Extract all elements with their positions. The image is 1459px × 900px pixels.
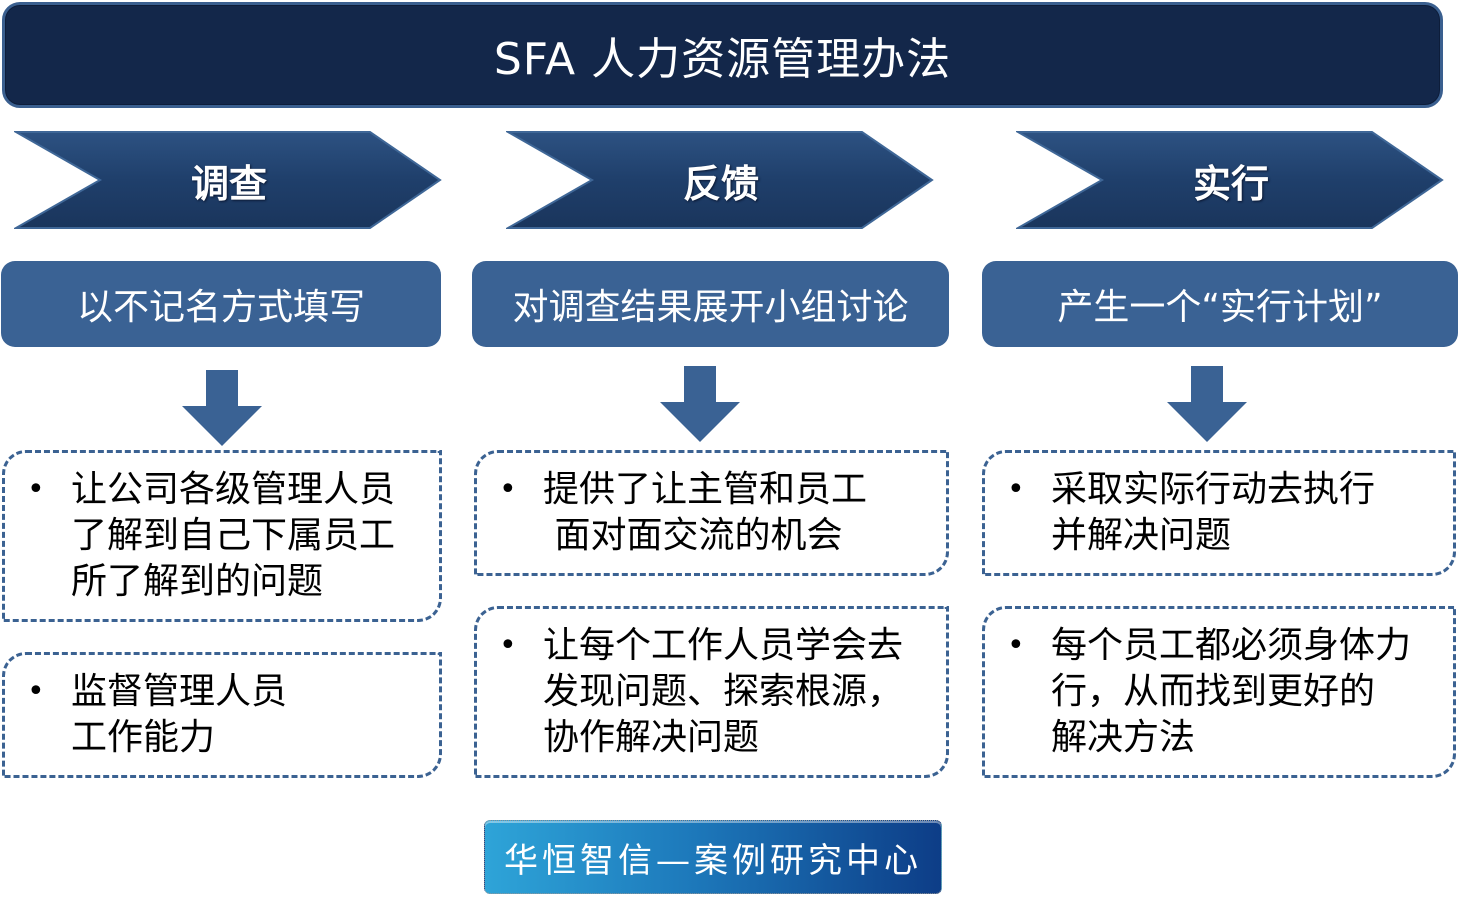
footer-text: 华恒智信—案例研究中心 — [504, 840, 922, 881]
card-line: 提供了让主管和员工 — [543, 469, 868, 510]
card-text: 让每个工作人员学会去 发现问题、探索根源， 协作解决问题 — [543, 623, 903, 761]
detail-card: • 监督管理人员 工作能力 — [2, 652, 442, 778]
card-line: 让每个工作人员学会去 — [543, 625, 904, 666]
column-implement: • 采取实际行动去执行 并解决问题 • 每个员工都必须身体力 行，从而找到更好的… — [982, 450, 1456, 778]
detail-card: • 每个员工都必须身体力 行，从而找到更好的 解决方法 — [982, 606, 1456, 778]
step-chevron-feedback: 反馈 — [506, 130, 936, 230]
card-text: 提供了让主管和员工 面对面交流的机会 — [543, 467, 867, 559]
card-line: 工作能力 — [71, 717, 216, 758]
card-line: 行，从而找到更好的 — [1051, 671, 1376, 712]
down-arrow-icon — [182, 370, 262, 446]
bullet-dot: • — [1007, 628, 1025, 663]
column-survey: • 让公司各级管理人员 了解到自己下属员工 所了解到的问题 • 监督管理人员 工… — [2, 450, 442, 778]
detail-card: • 让每个工作人员学会去 发现问题、探索根源， 协作解决问题 — [474, 606, 949, 778]
card-text: 每个员工都必须身体力 行，从而找到更好的 解决方法 — [1051, 623, 1411, 761]
chevron-icon — [506, 131, 934, 229]
step-description-implement: 产生一个“实行计划” — [982, 261, 1458, 347]
card-line: 让公司各级管理人员 — [71, 469, 396, 510]
title-bar: SFA 人力资源管理办法 — [2, 2, 1443, 108]
card-line: 采取实际行动去执行 — [1051, 469, 1376, 510]
step-label: 反馈 — [682, 161, 759, 206]
card-text: 监督管理人员 工作能力 — [71, 669, 287, 761]
chevron-icon — [1016, 131, 1444, 229]
step-label: 实行 — [1192, 161, 1269, 206]
card-line: 协作解决问题 — [543, 717, 760, 758]
card-line: 发现问题、探索根源， — [543, 671, 904, 712]
detail-card: • 提供了让主管和员工 面对面交流的机会 — [474, 450, 949, 576]
chevron-icon — [14, 131, 442, 229]
page-title: SFA 人力资源管理办法 — [493, 34, 952, 85]
bullet-dot: • — [27, 472, 45, 507]
down-arrow-icon — [660, 366, 740, 442]
column-feedback: • 提供了让主管和员工 面对面交流的机会 • 让每个工作人员学会去 发现问题、探… — [474, 450, 949, 778]
bullet-dot: • — [27, 674, 45, 709]
card-line: 并解决问题 — [1051, 515, 1232, 556]
bullet-dot: • — [499, 472, 517, 507]
step-description-survey: 以不记名方式填写 — [1, 261, 441, 347]
step-description-feedback: 对调查结果展开小组讨论 — [472, 261, 949, 347]
card-line: 监督管理人员 — [71, 671, 288, 712]
bullet-dot: • — [499, 628, 517, 663]
card-line: 所了解到的问题 — [71, 561, 324, 602]
card-line: 每个员工都必须身体力 — [1051, 625, 1412, 666]
card-line: 解决方法 — [1051, 717, 1196, 758]
detail-card: • 采取实际行动去执行 并解决问题 — [982, 450, 1456, 576]
step-chevron-implement: 实行 — [1016, 130, 1446, 230]
card-text: 采取实际行动去执行 并解决问题 — [1051, 467, 1375, 559]
down-arrow-icon — [1167, 366, 1247, 442]
step-chevron-survey: 调查 — [14, 130, 444, 230]
card-line: 了解到自己下属员工 — [71, 515, 396, 556]
step-label: 调查 — [190, 161, 267, 206]
bullet-dot: • — [1007, 472, 1025, 507]
footer-badge: 华恒智信—案例研究中心 — [484, 820, 942, 894]
card-text: 让公司各级管理人员 了解到自己下属员工 所了解到的问题 — [71, 467, 395, 605]
detail-card: • 让公司各级管理人员 了解到自己下属员工 所了解到的问题 — [2, 450, 442, 622]
card-line: 面对面交流的机会 — [543, 515, 843, 556]
